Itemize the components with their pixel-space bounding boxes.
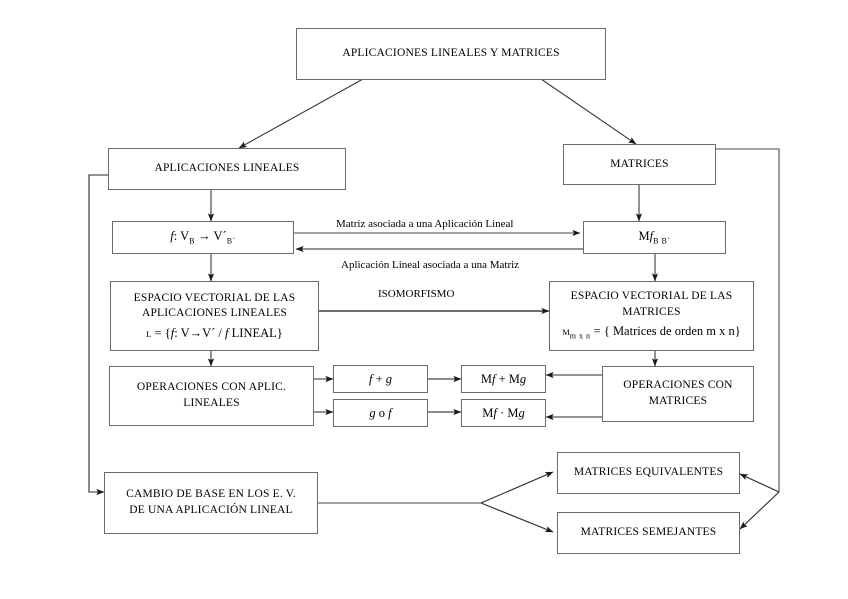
f-map-arrow: → V´	[195, 228, 227, 243]
ev-m-sub: m x n	[569, 331, 591, 341]
node-prod-m[interactable]: Mf · Mg	[461, 399, 546, 427]
ev-f1: f	[170, 325, 175, 340]
edge-matrices-to-semejantes	[739, 491, 780, 530]
node-oper-aplicaciones-line1: OPERACIONES CON APLIC.	[136, 381, 287, 394]
ev-formula-rest: = {	[151, 325, 171, 340]
edge-label-isomorfismo: ISOMORFISMO	[378, 288, 455, 300]
node-suma-f[interactable]: f + g	[333, 365, 428, 393]
node-oper-matrices[interactable]: OPERACIONES CON MATRICES	[602, 366, 754, 422]
mf-prefix: M	[638, 228, 650, 243]
node-root-label: APLICACIONES LINEALES Y MATRICES	[342, 47, 560, 60]
node-aplicaciones-lineales[interactable]: APLICACIONES LINEALES	[108, 148, 346, 190]
edge-cambio-base-to-equivalentes	[480, 471, 554, 504]
node-suma-m-formula: Mf + Mg	[481, 371, 526, 388]
suma-f-g: g	[385, 371, 393, 386]
ev-formula-mid: : V→V´ /	[174, 325, 226, 340]
node-mf-map-formula: MfB B´	[639, 228, 671, 247]
node-matrices-semejantes-label: MATRICES SEMEJANTES	[580, 526, 717, 539]
node-ev-aplicaciones-line1: ESPACIO VECTORIAL DE LAS	[133, 291, 296, 304]
node-ev-aplicaciones-formula: L = {f: V→V´ / f LINEAL}	[146, 325, 283, 342]
node-suma-m[interactable]: Mf + Mg	[461, 365, 546, 393]
edge-matrices-to-equivalentes	[739, 473, 780, 493]
comp-f-op: o	[375, 405, 389, 420]
edge-root-to-matrices	[540, 78, 637, 145]
node-cambio-base[interactable]: CAMBIO DE BASE EN LOS E. V. DE UNA APLIC…	[104, 472, 318, 534]
prod-m-m1: M	[482, 405, 494, 420]
node-matrices-equivalentes[interactable]: MATRICES EQUIVALENTES	[557, 452, 740, 494]
node-ev-aplicaciones[interactable]: ESPACIO VECTORIAL DE LAS APLICACIONES LI…	[110, 281, 319, 351]
node-oper-matrices-line2: MATRICES	[648, 395, 708, 407]
edge-root-to-aplicaciones	[238, 78, 364, 149]
node-comp-f[interactable]: g o f	[333, 399, 428, 427]
prod-m-op: · M	[496, 405, 519, 420]
suma-f-op: +	[372, 371, 386, 386]
suma-m-op: + M	[495, 371, 520, 386]
node-root[interactable]: APLICACIONES LINEALES Y MATRICES	[296, 28, 606, 80]
prod-m-f: f	[493, 405, 497, 420]
prod-m-g: g	[518, 405, 525, 420]
f-symbol: f	[170, 228, 174, 243]
node-f-map[interactable]: f: VB → V´B´	[112, 221, 294, 254]
node-oper-aplicaciones[interactable]: OPERACIONES CON APLIC. LINEALES	[109, 366, 314, 426]
node-aplicaciones-lineales-label: APLICACIONES LINEALES	[154, 162, 300, 175]
node-ev-matrices[interactable]: ESPACIO VECTORIAL DE LAS MATRICES Mm x n…	[549, 281, 754, 351]
node-suma-f-formula: f + g	[369, 371, 392, 388]
node-ev-matrices-formula: Mm x n = { Matrices de orden m x n}	[562, 323, 741, 342]
f-map-sub2: B´	[226, 236, 236, 246]
node-f-map-formula: f: VB → V´B´	[170, 228, 235, 247]
node-oper-aplicaciones-line2: LINEALES	[183, 397, 240, 409]
edge-label-aplicacion-asociada: Aplicación Lineal asociada a una Matriz	[341, 259, 520, 271]
edge-cambio-base-to-semejantes	[480, 502, 554, 533]
f-map-body: : V	[173, 228, 190, 243]
ev-formula-end: LINEAL}	[228, 325, 283, 340]
mf-sub: B B´	[653, 236, 671, 246]
ev-f2: f	[225, 325, 229, 340]
node-ev-matrices-line1: ESPACIO VECTORIAL DE LAS	[570, 290, 733, 303]
mf-f-symbol: f	[649, 228, 654, 243]
node-prod-m-formula: Mf · Mg	[482, 405, 524, 422]
node-matrices[interactable]: MATRICES	[563, 144, 716, 185]
ev-m-symbol: M	[562, 327, 570, 338]
node-cambio-base-line2: DE UNA APLICACIÓN LINEAL	[129, 504, 293, 516]
node-matrices-equivalentes-label: MATRICES EQUIVALENTES	[573, 466, 724, 479]
node-ev-aplicaciones-line2: APLICACIONES LINEALES	[141, 307, 288, 320]
node-matrices-semejantes[interactable]: MATRICES SEMEJANTES	[557, 512, 740, 554]
ev-m-rest: = { Matrices de orden m x n}	[590, 324, 741, 339]
edge-aplicaciones-to-cambio-base	[88, 174, 108, 496]
suma-m-f: f	[491, 371, 496, 386]
node-mf-map[interactable]: MfB B´	[583, 221, 726, 254]
node-ev-matrices-line2: MATRICES	[622, 305, 681, 318]
suma-m-g: g	[519, 371, 527, 386]
ev-l-symbol: L	[146, 328, 152, 339]
f-map-sub1: B	[189, 236, 195, 246]
edge-label-matriz-asociada: Matriz asociada a una Aplicación Lineal	[336, 218, 514, 230]
node-comp-f-formula: g o f	[369, 405, 391, 422]
suma-f-f: f	[368, 371, 373, 386]
comp-f-g: g	[369, 405, 376, 420]
node-cambio-base-line1: CAMBIO DE BASE EN LOS E. V.	[126, 488, 296, 501]
node-matrices-label: MATRICES	[610, 157, 669, 170]
node-oper-matrices-line1: OPERACIONES CON	[623, 379, 733, 392]
suma-m-m1: M	[480, 371, 492, 386]
comp-f-f: f	[388, 405, 392, 420]
